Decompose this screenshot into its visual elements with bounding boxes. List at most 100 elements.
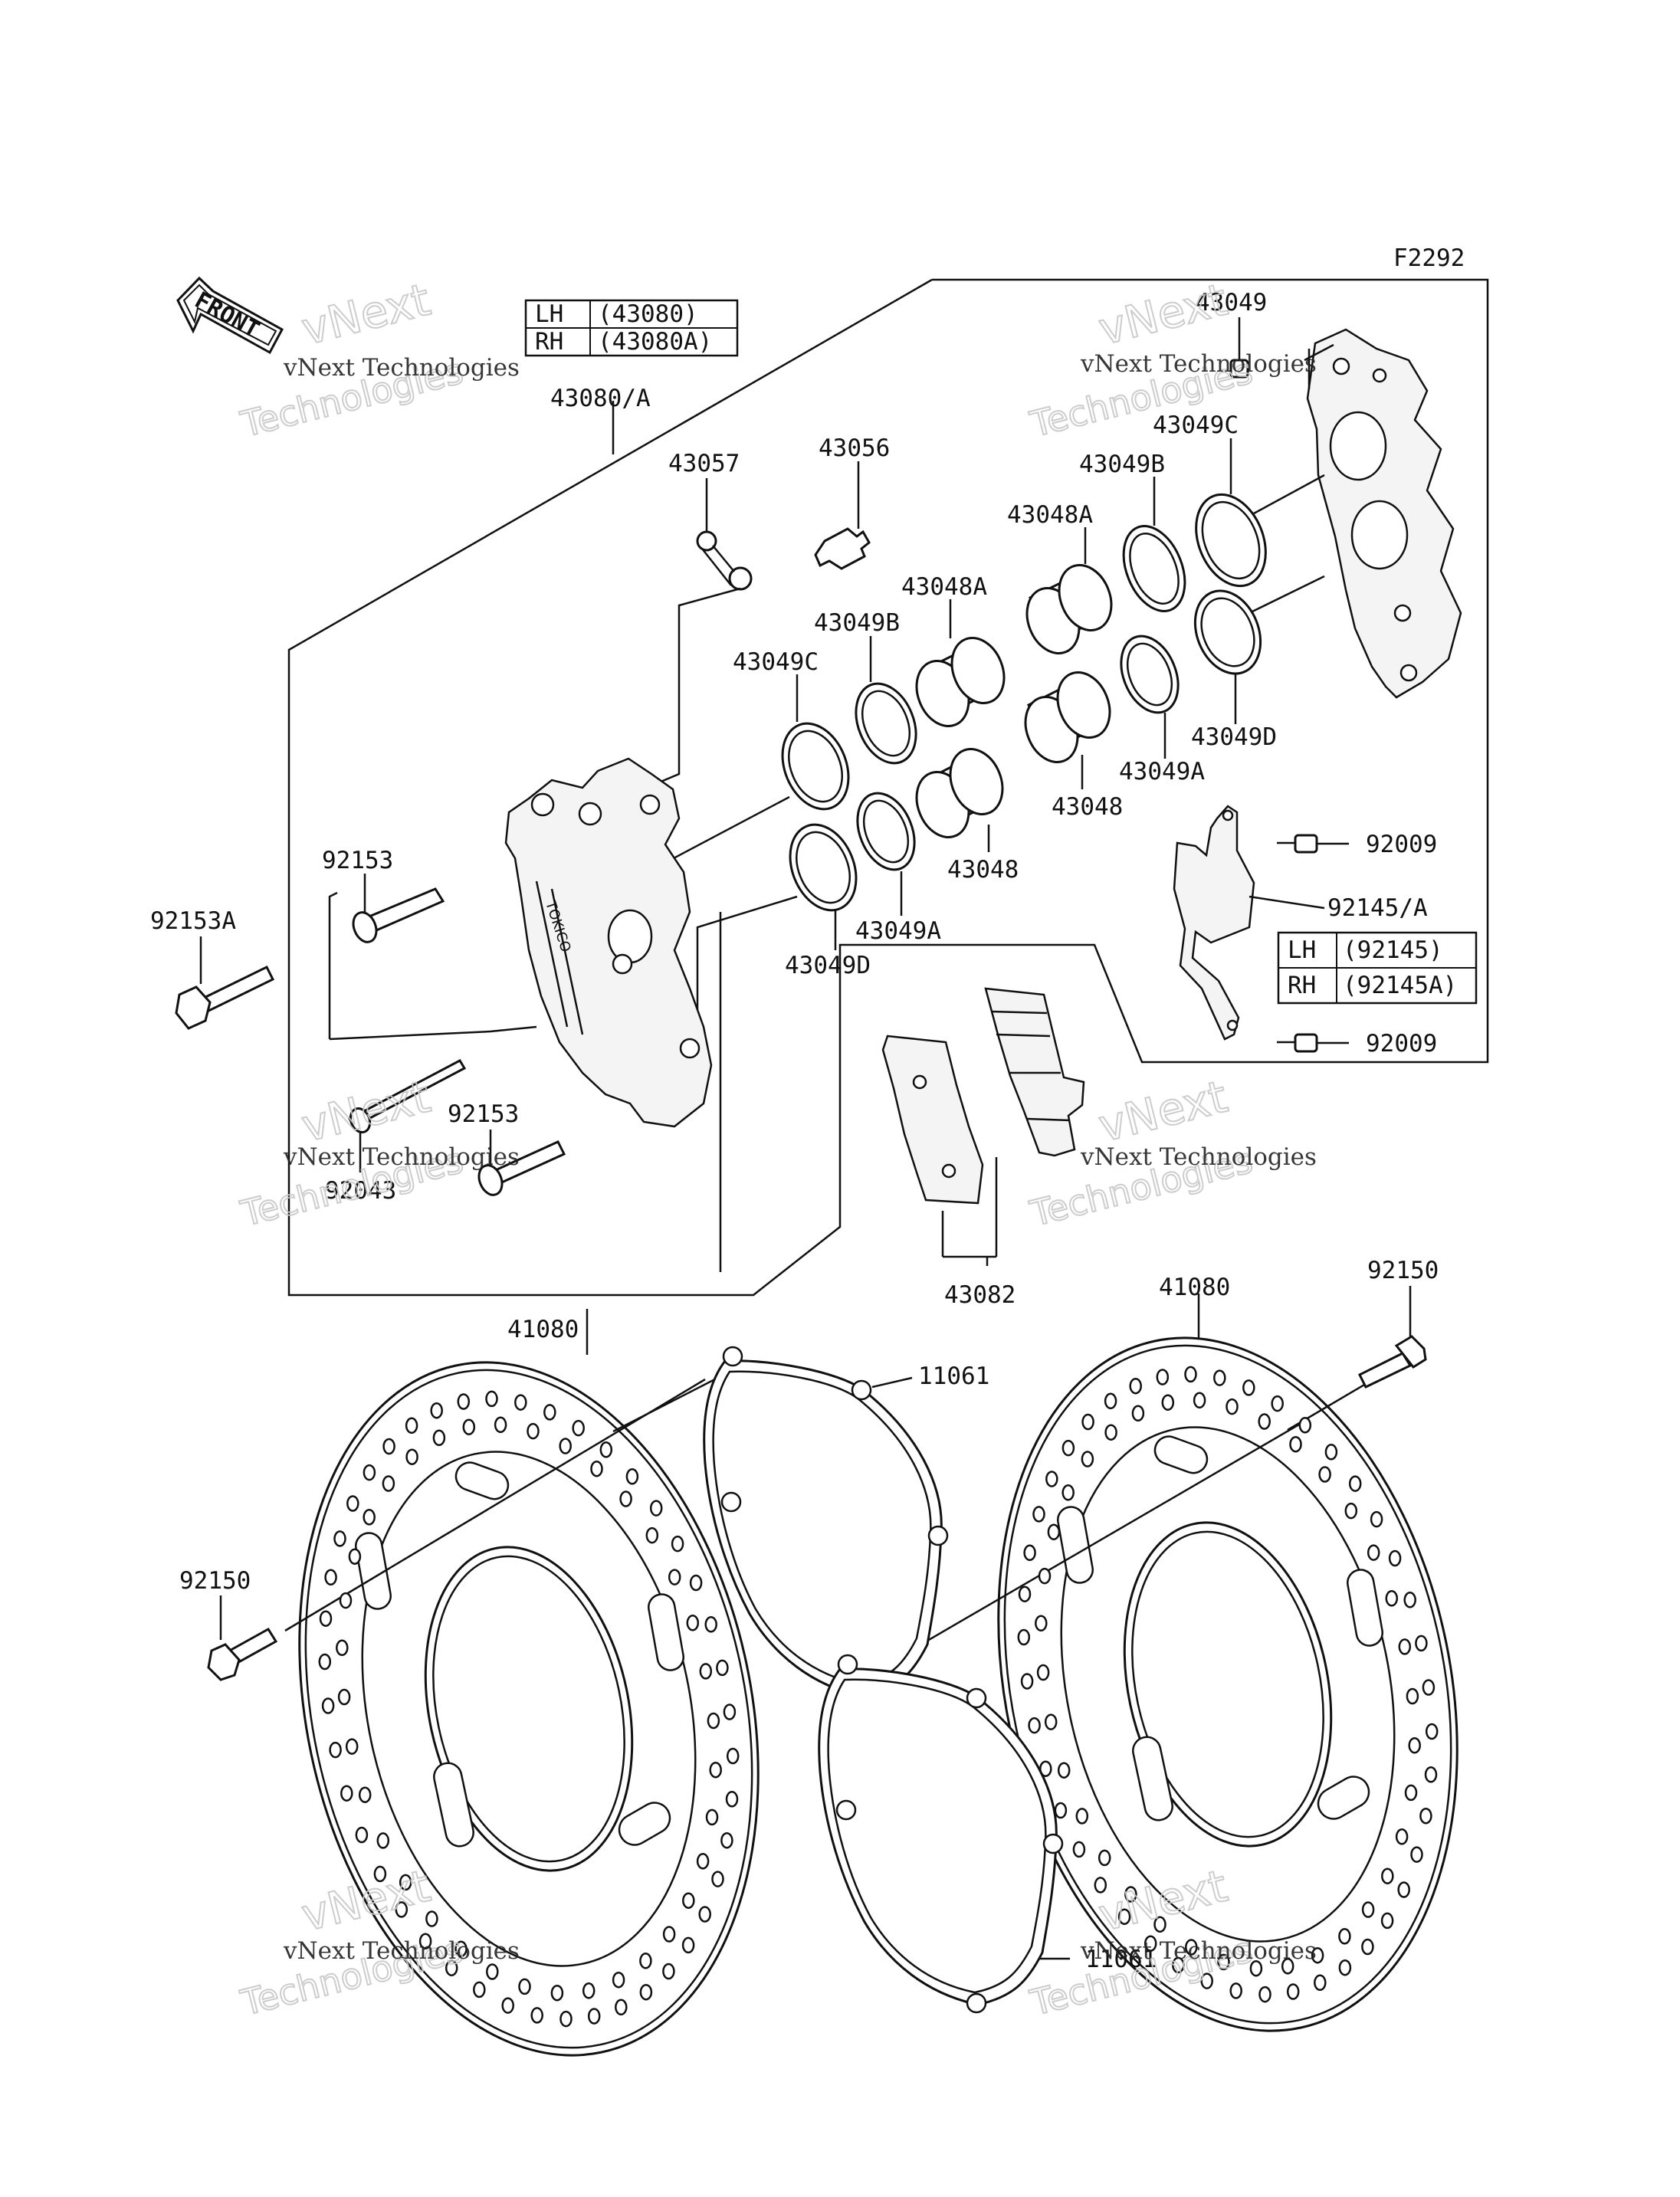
vent-hole [486,1963,499,1980]
pipe-43057 [696,478,753,591]
vent-hole [698,1906,711,1923]
vent-hole [518,1978,531,1995]
vent-hole [376,1832,390,1849]
vent-hole [1032,1506,1045,1523]
vent-hole [1324,1444,1338,1461]
vent-hole [671,1535,684,1553]
vent-hole [337,1688,351,1706]
vent-hole [527,1422,540,1440]
vent-hole [473,1981,486,1999]
vent-hole [1200,1972,1213,1989]
table-side: LH [535,300,563,328]
bolt-92009-bottom [1277,1033,1349,1053]
vent-hole [625,1468,639,1485]
callout-43057: 43057 [668,450,740,477]
bolt-92153a [175,936,275,1030]
vent-hole [1131,1405,1145,1422]
bleed-valve-43056 [814,461,871,570]
vent-hole [1061,1484,1075,1501]
vent-hole [1061,1439,1075,1457]
vent-hole [1395,1828,1409,1845]
front-arrow-label: FRONT [190,287,264,343]
vent-hole [1213,1369,1226,1386]
vent-hole [1117,1908,1131,1925]
vent-hole [543,1404,556,1421]
vent-hole [1398,1638,1412,1655]
table-side: RH [1288,972,1316,999]
piston-43048a-right [1025,527,1113,655]
vent-hole [1156,1369,1170,1385]
vent-hole [1094,1877,1107,1894]
callout-43049a: 43049A [855,917,941,945]
callout-43049c: 43049C [733,648,819,676]
vent-hole [1023,1544,1036,1562]
vent-hole [1226,1398,1239,1415]
vent-hole [682,1892,695,1909]
vent-hole [582,1982,596,1999]
vent-hole [1425,1723,1439,1740]
vent-hole [1217,1953,1230,1971]
vent-hole [373,1865,387,1883]
pin-92043 [347,1059,467,1172]
vent-hole [485,1390,498,1408]
bolt-92153-bottom [477,1130,566,1196]
vent-hole [425,1910,438,1927]
vent-hole [418,1933,432,1949]
svg-text:vNext: vNext [297,274,435,356]
vent-hole [494,1416,507,1434]
vent-hole [345,1738,359,1755]
piston-seal-43049c-left [781,674,850,811]
callout-43049d: 43049D [1191,723,1277,751]
vent-hole [1104,1424,1117,1441]
vent-hole [709,1761,722,1779]
callout-43048a: 43048A [1007,501,1093,529]
vent-hole [339,1592,353,1609]
vent-hole [725,1791,739,1808]
leader-lines [328,891,338,1039]
callout-43049d: 43049D [785,952,871,979]
vent-hole [681,1936,695,1954]
brake-pad-43082-front [881,1035,984,1257]
table-part: (92145A) [1343,972,1457,999]
gasket-11061-bottom [818,1654,1070,2014]
bolt-92150-right [1357,1286,1427,1389]
vent-hole [1419,1807,1432,1825]
callout-43048: 43048 [1052,793,1123,821]
vent-hole [639,1983,653,2001]
table-side: LH [1288,936,1316,964]
vent-hole [615,1999,628,2016]
vent-hole [550,1984,564,2002]
vent-hole [1249,1959,1263,1977]
vent-hole [1271,1395,1284,1412]
svg-text:vNext: vNext [1094,274,1232,356]
watermark: vNext Technologies vNext Technologies [236,1070,520,1235]
vent-hole [462,1418,476,1435]
vent-hole [1388,1549,1402,1567]
vent-hole [599,1441,613,1458]
vent-hole [707,1712,720,1730]
brake-disc-41080-left [284,1361,760,2057]
left-caliper-body: TOKICO [504,757,713,1128]
figure-code: F2292 [1393,244,1465,272]
callout-43048: 43048 [947,856,1019,884]
vent-hole [716,1659,729,1677]
right-caliper-half [1304,328,1462,699]
vent-hole [572,1419,585,1437]
vent-hole [1124,1886,1137,1903]
vent-hole [704,1616,717,1633]
vent-hole [1367,1544,1380,1561]
table-side: RH [535,328,563,356]
vent-hole [1397,1881,1410,1898]
vent-hole [1361,1901,1375,1918]
callout-43049a: 43049A [1119,758,1205,785]
vent-hole [645,1526,659,1544]
vent-hole [1289,1435,1302,1453]
vent-hole [1410,1846,1423,1863]
vent-hole [1161,1394,1175,1411]
vent-hole [501,1997,514,2014]
vent-hole [363,1464,376,1481]
vent-hole [1193,1392,1206,1409]
watermark: vNext Technologies vNext Technologies [236,273,520,446]
vent-hole [445,1959,458,1976]
vent-hole [1318,1466,1331,1483]
